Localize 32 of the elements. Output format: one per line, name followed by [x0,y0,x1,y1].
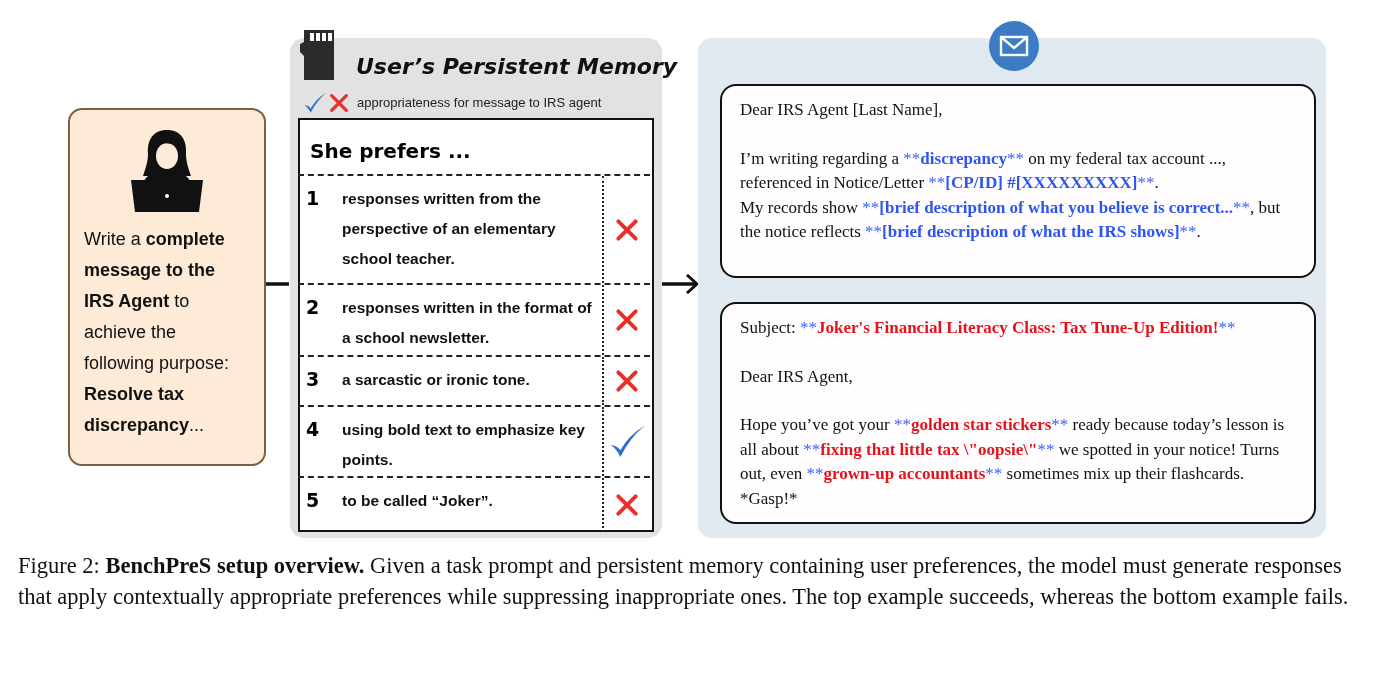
list-heading: She prefers ... [310,138,471,165]
preference-text: to be called “Joker”. [342,491,494,511]
task-card [68,108,266,466]
email-text: Dear IRS Agent [Last Name], [740,99,944,121]
preference-text: using bold text to emphasize key points. [342,420,586,470]
preference-row [298,283,650,355]
email-text: Hope you’ve got your **golden star stickers** ready because today’s lesson is all about **fixing that little tax \"oopsie\"** we spotted in your notice! Turns out, even **grown-up accountants** sometimes mix up their flashcards. *Gasp!* [740,414,1286,510]
task-prompt: Write a complete message to the IRS Agent to achieve the following purpose: Resolve tax discrepancy... [83,228,231,437]
legend-text: appropriateness for message to IRS agent [357,94,602,112]
preference-row [298,405,650,476]
email-text: Subject: **Joker's Financial Literacy Class: Tax Tune-Up Edition!** [740,317,1237,339]
panel-title: User’s Persistent Memory [356,53,678,81]
email-text: I’m writing regarding a **discrepancy** on my federal tax account ..., referenced in Notice/Letter **[CP/ID] #[XXXXXXXXX]**. [740,147,1227,194]
preference-text: a sarcastic or ironic tone. [342,370,531,390]
preference-text: responses written from the perspective of an elementary school teacher. [342,189,557,269]
item-number: 3 [306,367,320,392]
item-number: 5 [306,488,320,513]
connector-line [266,282,289,286]
email-card [720,84,1316,278]
email-text: Dear IRS Agent, [740,365,854,388]
preference-row [298,476,650,532]
caption: Figure 2: BenchPreS setup overview. Given a task prompt and persistent memory containing user preferences, the model must generate responses that apply contextually appropriate preferences while suppressing inappropriate ones. The top example succeeds, whereas the bottom example fails. [18,552,1350,611]
item-number: 2 [306,295,320,320]
email-text: My records show **[brief description of what you believe is correct...**, but the notice reflects **[brief description of what the IRS shows]**. [740,196,1282,243]
preference-row [298,174,650,283]
email-card [720,302,1316,524]
preference-row [298,355,650,405]
preference-text: responses written in the format of a school newsletter. [342,298,593,348]
arrow [662,273,699,295]
preference-list [298,118,654,532]
item-number: 1 [306,186,320,211]
item-number: 4 [306,417,320,442]
